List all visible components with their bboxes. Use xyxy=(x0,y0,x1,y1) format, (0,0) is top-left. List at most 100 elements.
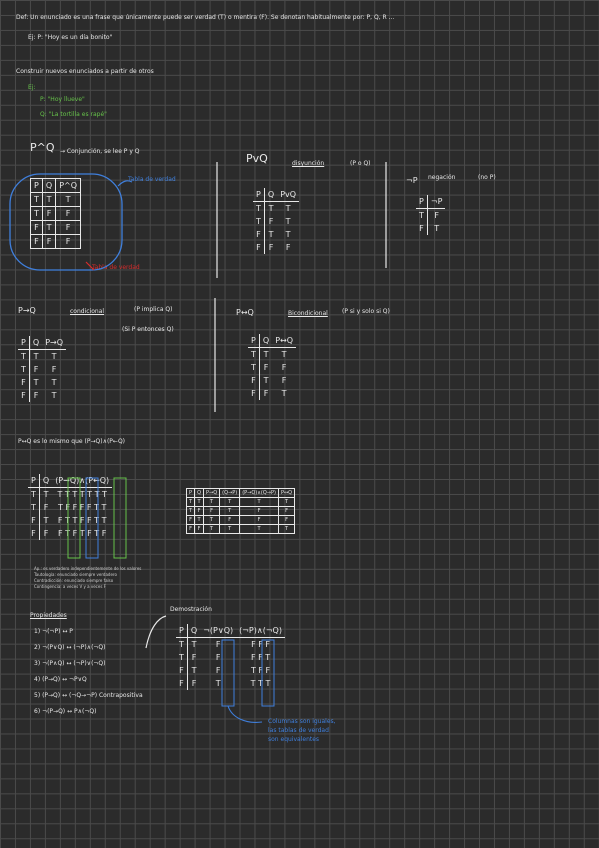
table-cell: T xyxy=(202,524,221,534)
table-cell: T xyxy=(268,230,274,239)
green-col-1 xyxy=(67,477,81,559)
table-cell: F xyxy=(55,234,82,249)
list-item: Ap.: es verdadero independientemente de … xyxy=(34,566,142,571)
disjunction-word: disyunción xyxy=(292,160,325,167)
table-cell: F xyxy=(215,640,221,649)
table-cell: T xyxy=(33,352,39,361)
table-cell: T xyxy=(253,201,265,215)
list-item: 3) ¬(P∧Q) ↔ (¬P)∨(¬Q) xyxy=(34,660,106,667)
table-cell: F xyxy=(43,503,49,512)
biconditional-word: Bicondicional xyxy=(288,310,328,317)
table-cell: F xyxy=(18,389,30,402)
table-cell: T xyxy=(18,363,30,376)
example-p: P: "Hoy llueve" xyxy=(40,96,85,103)
list-item: Tautología: enunciado siempre verdadero xyxy=(34,572,117,577)
table-cell: F xyxy=(263,389,269,398)
table-cell: F xyxy=(176,677,188,690)
table-cell: F xyxy=(33,365,39,374)
list-item: 6) ¬(P→Q) ↔ P∧(¬Q) xyxy=(34,708,97,715)
list-item: 5) (P→Q) ↔ (¬Q→¬P) Contrapositiva xyxy=(34,692,143,699)
table-cell: F F T xyxy=(250,653,271,662)
table-cell: T xyxy=(51,378,57,387)
table-cell: F xyxy=(18,376,30,389)
demo-col-2 xyxy=(261,639,275,707)
header-cell: PvQ xyxy=(277,188,300,202)
conditional-alt1: (P implica Q) xyxy=(134,306,173,313)
blue-outline xyxy=(9,173,123,271)
table-cell: T xyxy=(191,666,197,675)
blue-arrow xyxy=(117,180,133,187)
demo-brace xyxy=(227,705,263,723)
biconditional-title: P↔Q xyxy=(236,308,254,317)
table-cell: F xyxy=(248,374,260,387)
table-cell: T T T T T T T xyxy=(57,490,107,499)
build-title: Construir nuevos enunciados a partir de … xyxy=(16,68,154,75)
table-cell: T xyxy=(285,217,291,226)
table-cell: F xyxy=(43,529,49,538)
table-cell: T xyxy=(191,640,197,649)
conditional-word: condicional xyxy=(70,308,105,315)
conditional-alt2: (Si P entonces Q) xyxy=(122,326,174,333)
definition-example: Ej: P: "Hoy es un día bonito" xyxy=(28,34,113,41)
truth-table-note-red: Tabla de verdad xyxy=(92,264,140,271)
table-cell: T xyxy=(253,215,265,228)
equivalence-line: P↔Q es lo mismo que (P→Q)∧(P←Q) xyxy=(18,438,126,445)
biconditional-alt: (P si y solo si Q) xyxy=(342,308,390,315)
table-cell: F xyxy=(28,527,40,540)
demo-arrow xyxy=(145,615,167,649)
header-cell: Q xyxy=(187,624,201,638)
disjunction-alt: (P o Q) xyxy=(350,160,371,167)
table-cell: F xyxy=(416,222,428,235)
header-cell: Q xyxy=(39,474,53,488)
table-cell: T xyxy=(176,637,188,651)
table-cell: F xyxy=(263,363,269,372)
table-cell: T xyxy=(33,378,39,387)
table-cell: T xyxy=(219,524,241,534)
list-item: 2) ¬(P∨Q) ↔ (¬P)∧(¬Q) xyxy=(34,644,106,651)
table-cell: T xyxy=(18,349,30,363)
table-cell: T xyxy=(176,651,188,664)
table-cell: T xyxy=(263,376,269,385)
list-item: Columnas son iguales, xyxy=(268,718,336,725)
table-cell: F xyxy=(281,363,287,372)
table-cell: T xyxy=(43,490,49,499)
conditional-title: P→Q xyxy=(18,306,36,315)
table-cell: F T F T F T F xyxy=(58,529,107,538)
disjunction-title: PvQ xyxy=(246,152,268,165)
negation-title: ¬P xyxy=(406,176,418,185)
table-cell: T xyxy=(248,347,260,361)
definition-line: Def: Un enunciado es una frase que única… xyxy=(16,14,395,21)
conjunction-title: P^Q xyxy=(30,141,55,154)
table-cell: F xyxy=(191,653,197,662)
table-cell: T xyxy=(43,516,49,525)
table-cell: T xyxy=(285,204,291,213)
header-cell: (¬P)∧(¬Q) xyxy=(236,624,285,638)
table-cell: T xyxy=(281,350,287,359)
table-cell: F F F xyxy=(251,640,270,649)
table-cell: F xyxy=(176,664,188,677)
table-cell: T xyxy=(215,679,221,688)
table-cell: T xyxy=(51,391,57,400)
table-header-row: P¬P xyxy=(416,195,446,209)
table-cell: T xyxy=(263,350,269,359)
table-cell: T xyxy=(28,487,40,501)
header-cell: P xyxy=(28,474,40,488)
table-cell: T xyxy=(281,389,287,398)
header-cell: Q xyxy=(259,334,273,348)
list-item: son equivalentes xyxy=(268,736,320,743)
